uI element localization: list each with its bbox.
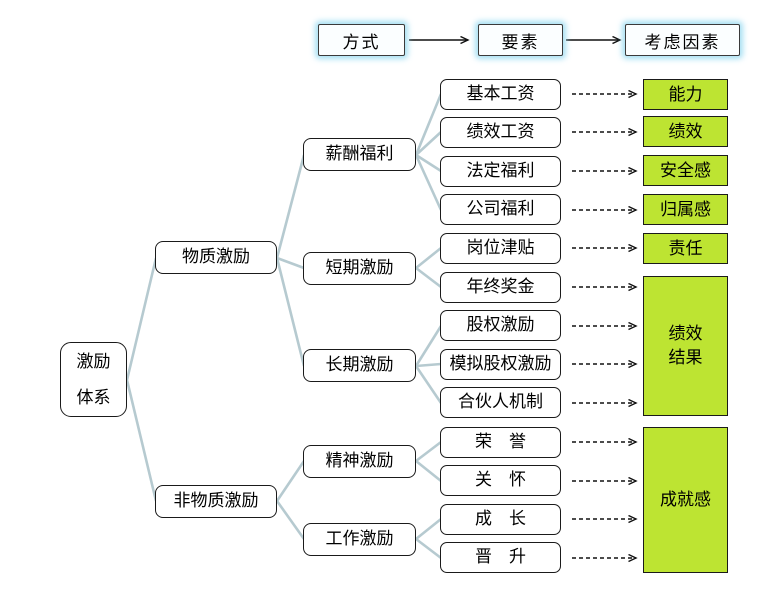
factor-ability: 能力	[643, 79, 728, 110]
header-box-method: 方式	[318, 24, 405, 56]
dashed-arrows	[572, 94, 636, 558]
header-box-element: 要素	[478, 24, 563, 56]
node-material-incentive: 物质激励	[155, 241, 277, 274]
element-statutory-benefits: 法定福利	[440, 156, 561, 187]
node-spiritual-incentive: 精神激励	[303, 445, 416, 478]
node-root-incentive-system: 激励 体系	[60, 342, 127, 417]
header-box-factor: 考虑因素	[625, 24, 740, 56]
factor-sense-of-achievement: 成就感	[643, 427, 728, 573]
element-growth: 成 长	[440, 504, 561, 535]
element-promotion: 晋 升	[440, 542, 561, 573]
factor-performance: 绩效	[643, 116, 728, 147]
element-year-end-bonus: 年终奖金	[440, 272, 561, 303]
factor-sense-of-security: 安全感	[643, 155, 728, 186]
node-work-incentive: 工作激励	[303, 523, 416, 556]
element-basic-salary: 基本工资	[440, 79, 561, 110]
node-short-term-incentive: 短期激励	[303, 252, 416, 285]
element-honor: 荣 誉	[440, 427, 561, 458]
element-company-benefits: 公司福利	[440, 194, 561, 225]
element-simulated-equity-incentive: 模拟股权激励	[440, 349, 561, 380]
element-performance-salary: 绩效工资	[440, 117, 561, 148]
factor-performance-result: 绩效 结果	[643, 276, 728, 416]
node-long-term-incentive: 长期激励	[303, 349, 416, 382]
element-care: 关 怀	[440, 465, 561, 496]
factor-responsibility: 责任	[643, 233, 728, 264]
factor-sense-of-belonging: 归属感	[643, 194, 728, 225]
node-salary-benefits: 薪酬福利	[303, 138, 416, 171]
element-partner-mechanism: 合伙人机制	[440, 387, 561, 418]
element-position-allowance: 岗位津贴	[440, 233, 561, 264]
tree-connectors	[125, 93, 443, 560]
node-non-material-incentive: 非物质激励	[155, 485, 277, 518]
element-equity-incentive: 股权激励	[440, 310, 561, 341]
